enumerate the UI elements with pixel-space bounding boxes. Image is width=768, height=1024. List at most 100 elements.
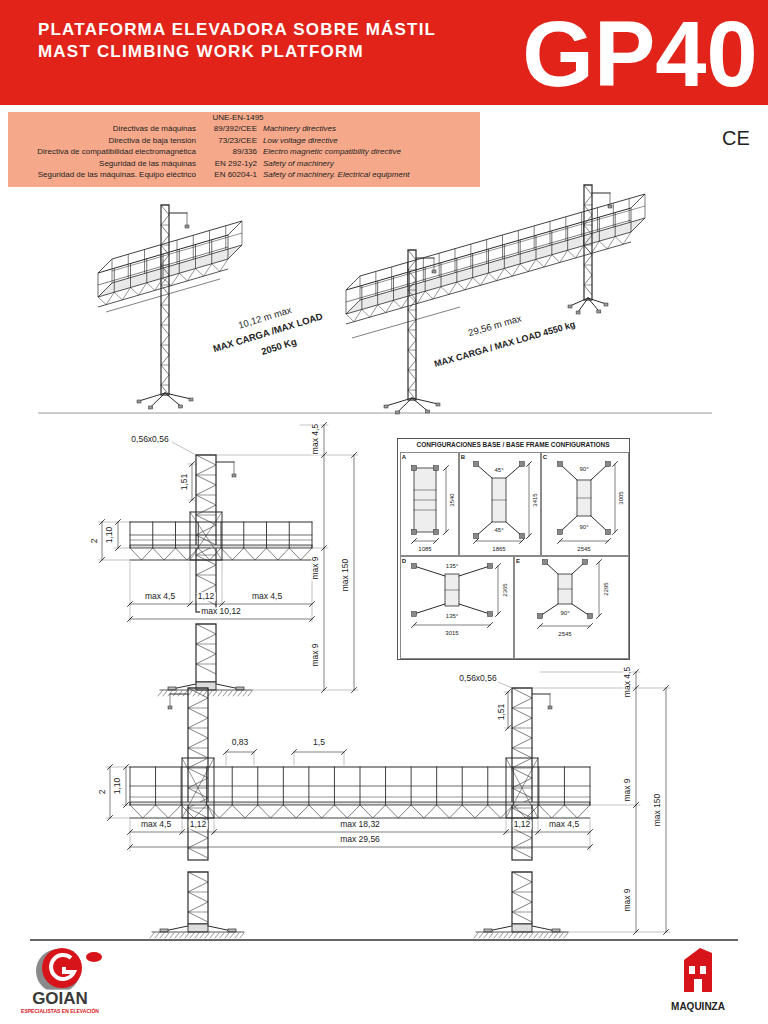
ground-hatch	[240, 933, 244, 938]
mast-lattice	[188, 748, 208, 749]
mast-section	[408, 250, 416, 400]
outrigger-foot	[606, 530, 611, 535]
outrigger	[459, 566, 490, 576]
guard-rail	[228, 221, 242, 235]
mast-lattice	[584, 285, 592, 286]
standard-cell: Safety of machinery	[263, 159, 334, 168]
separator-rule	[30, 939, 738, 941]
outrigger-foot	[189, 398, 193, 401]
rail-post	[312, 522, 313, 548]
dimension-tick	[634, 670, 639, 675]
hoist-rope	[610, 193, 611, 205]
frame-dimension: 2545	[558, 631, 571, 638]
mast-lattice	[584, 205, 592, 206]
base-frame	[558, 589, 572, 590]
rail-post	[289, 522, 290, 548]
outrigger-foot	[604, 303, 608, 306]
extension-line	[344, 752, 345, 765]
mast-lattice	[512, 912, 532, 913]
extension-line	[532, 688, 670, 689]
dimension-tick	[100, 558, 105, 563]
ground-hatch	[163, 691, 167, 696]
outrigger-foot	[588, 614, 593, 619]
hoist-arm	[216, 462, 234, 463]
hoist-arm	[169, 213, 187, 214]
frame-dimension: 90°	[579, 524, 588, 531]
standard-cell: 73/23/CEE	[218, 136, 257, 145]
rail-post	[232, 767, 233, 805]
mast-base-plate	[196, 682, 216, 690]
mast-section	[188, 872, 208, 924]
extension-line	[216, 455, 358, 456]
mast-lattice	[196, 495, 216, 496]
standard-cell: Low voltage directive	[263, 136, 338, 145]
ground-hatch	[529, 933, 533, 938]
dimension-tick	[292, 750, 297, 755]
frame-dimension: 90°	[560, 610, 569, 617]
outrigger-foot	[488, 612, 493, 617]
frame-dimension: 135°	[446, 563, 458, 570]
mast-lattice	[408, 350, 416, 351]
dimension-line	[118, 522, 119, 548]
config-letter: C	[543, 454, 547, 461]
base-frame-cell: B45°45°34151865	[459, 452, 541, 556]
dimension-label: max 9	[623, 887, 632, 912]
frame-dimension: 90°	[579, 466, 588, 473]
rail-post	[385, 767, 386, 805]
dimension-line	[110, 767, 111, 818]
mast-lattice	[512, 728, 532, 729]
ground-hatch	[190, 933, 194, 938]
dimension-label: max 10,12	[200, 607, 242, 616]
dimension-tick	[310, 602, 315, 607]
hoist-arm	[592, 193, 610, 194]
extension-line	[590, 805, 640, 806]
dimension-tick	[588, 830, 593, 835]
ground-hatch	[509, 933, 513, 938]
dimension-tick	[597, 560, 602, 565]
config-letter: E	[516, 558, 520, 565]
hoist-hook	[168, 706, 172, 709]
outrigger	[459, 604, 490, 614]
outrigger-foot	[160, 929, 168, 932]
dimension-tick	[322, 688, 327, 693]
dimension-tick	[128, 830, 133, 835]
dimension-tick	[474, 539, 479, 544]
dimension-tick	[108, 816, 113, 821]
extension-line	[252, 690, 358, 691]
rail-post	[334, 767, 335, 805]
length-label: 29,56 m max	[466, 313, 524, 339]
frame-dimension: 2545	[577, 546, 590, 553]
dimension-tick	[664, 930, 669, 935]
dimension-tick	[597, 614, 602, 619]
load-label: 2050 Kg	[259, 336, 299, 357]
outrigger-foot	[552, 929, 560, 932]
standard-heading: UNE-EN-1495	[212, 113, 263, 122]
maquinza-logo-window	[689, 966, 695, 974]
dimension-line	[529, 464, 530, 536]
config-letter: D	[402, 558, 406, 565]
ground-hatch	[228, 691, 232, 696]
platform-truss	[130, 805, 590, 818]
rail-post	[436, 767, 437, 805]
rail-post	[538, 767, 539, 805]
mast-lattice	[408, 250, 416, 400]
dimension-line	[102, 522, 103, 560]
ground-hatch	[218, 691, 222, 696]
mast-lattice	[188, 892, 208, 893]
ground-hatch	[519, 933, 523, 938]
mast-lattice	[161, 265, 169, 266]
dimension-tick	[434, 539, 439, 544]
maquinza-logo-door	[694, 979, 702, 992]
outrigger	[588, 298, 599, 311]
mast-lattice	[512, 768, 532, 769]
dimension-tick	[613, 530, 618, 535]
dimension-tick	[190, 498, 195, 503]
base-frame-cell: C90°90°30052545	[541, 452, 629, 556]
outrigger-foot	[558, 462, 563, 467]
hoist-rope	[187, 213, 188, 225]
dimension-label: 1,12	[513, 820, 532, 829]
dimension-tick	[116, 546, 121, 551]
dimension-label: max 4,5	[140, 820, 172, 829]
ground-hatch	[223, 691, 227, 696]
